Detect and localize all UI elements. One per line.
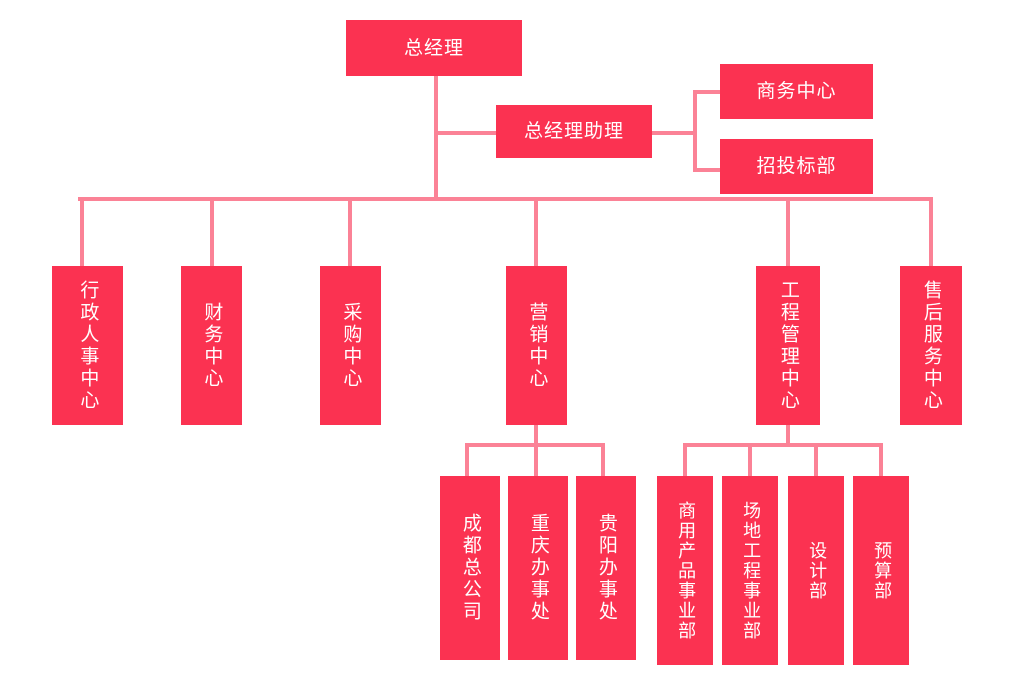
connector-drop-site-engineering <box>748 443 752 476</box>
connector-bracket-to-bidding-dept <box>693 168 722 172</box>
connector-drop-budget <box>879 443 883 476</box>
node-chengdu-hq[interactable]: 成都总公司 <box>440 476 500 660</box>
node-budget-dept[interactable]: 预算部 <box>853 476 909 665</box>
connector-bracket-to-business-center <box>693 90 722 94</box>
connector-drop-chengdu <box>465 443 469 476</box>
connector-engineering-stem <box>786 424 790 446</box>
connector-drop-engineering <box>786 197 790 267</box>
node-general-manager[interactable]: 总经理 <box>346 20 522 76</box>
node-marketing-center[interactable]: 营销中心 <box>506 266 567 425</box>
connector-drop-design <box>814 443 818 476</box>
connector-marketing-stem <box>534 424 538 446</box>
node-finance-center[interactable]: 财务中心 <box>181 266 242 425</box>
node-bidding-dept[interactable]: 招投标部 <box>720 139 873 194</box>
connector-drop-marketing <box>534 197 538 267</box>
node-design-dept[interactable]: 设计部 <box>788 476 844 665</box>
connector-drop-guiyang <box>601 443 605 476</box>
node-chongqing-office[interactable]: 重庆办事处 <box>508 476 568 660</box>
connector-main-bus <box>78 197 933 201</box>
connector-drop-commercial-product <box>683 443 687 476</box>
connector-drop-finance <box>210 197 214 267</box>
node-engineering-mgmt-center[interactable]: 工程管理中心 <box>756 266 820 425</box>
node-guiyang-office[interactable]: 贵阳办事处 <box>576 476 636 660</box>
connector-drop-chongqing <box>534 443 538 476</box>
node-business-center[interactable]: 商务中心 <box>720 64 873 119</box>
node-admin-hr-center[interactable]: 行政人事中心 <box>52 266 123 425</box>
connector-drop-aftersales <box>929 197 933 267</box>
connector-gm-vertical <box>434 75 438 200</box>
connector-engineering-bus <box>683 443 883 447</box>
connector-assistant-bracket-vertical <box>693 90 697 172</box>
node-procurement-center[interactable]: 采购中心 <box>320 266 381 425</box>
connector-gm-to-assistant <box>434 131 500 135</box>
connector-drop-procurement <box>348 197 352 267</box>
node-commercial-product-div[interactable]: 商用产品事业部 <box>657 476 713 665</box>
node-aftersales-center[interactable]: 售后服务中心 <box>900 266 962 425</box>
node-gm-assistant[interactable]: 总经理助理 <box>496 105 652 158</box>
node-site-engineering-div[interactable]: 场地工程事业部 <box>722 476 778 665</box>
connector-assistant-to-bracket <box>651 131 697 135</box>
connector-drop-admin-hr <box>80 197 84 267</box>
